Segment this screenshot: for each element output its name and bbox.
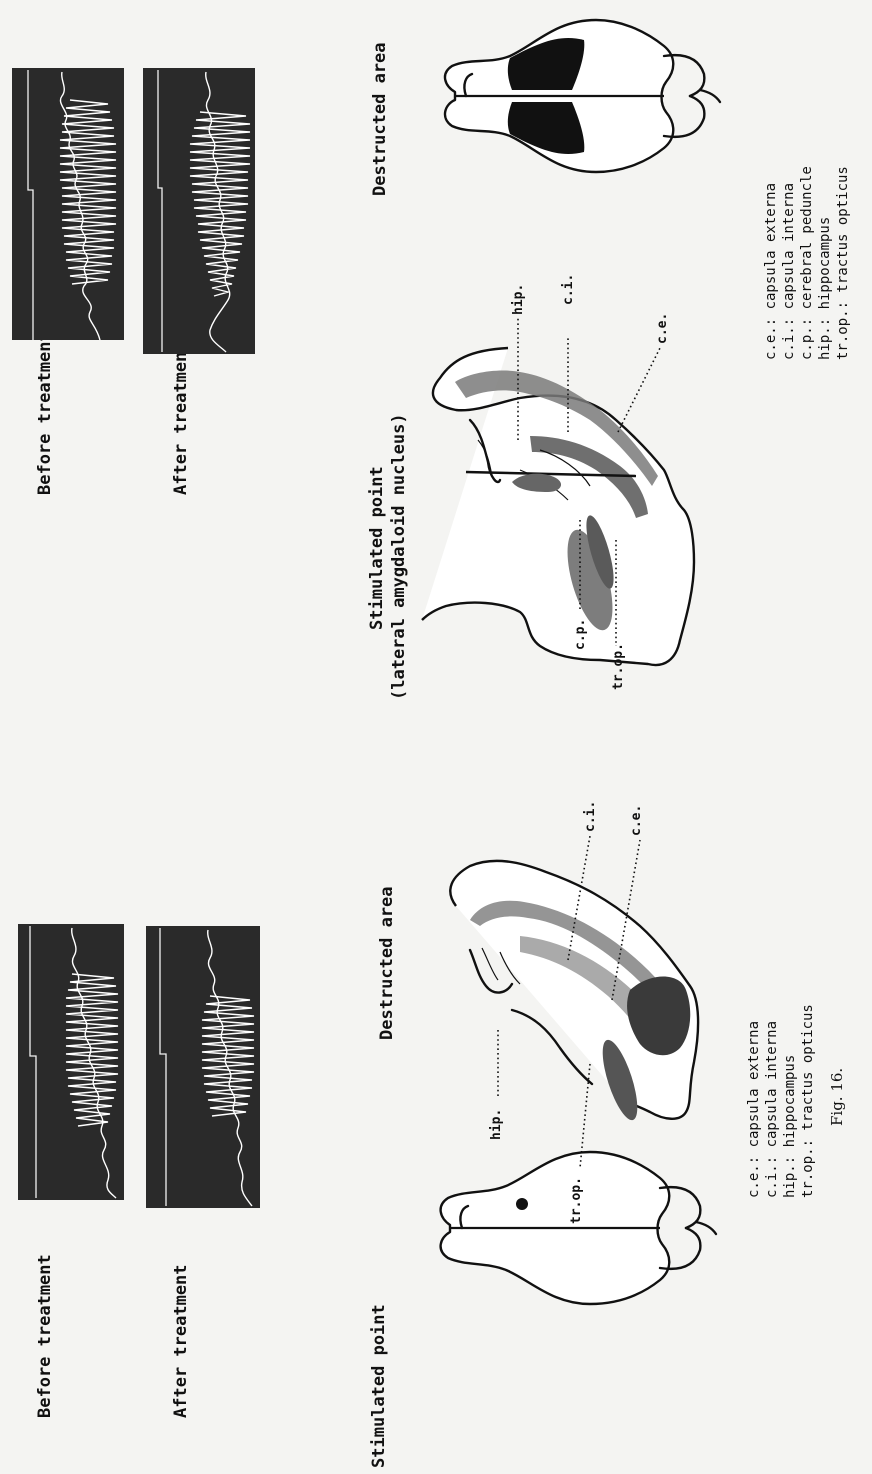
bottom-dorsal-brain xyxy=(441,1152,716,1304)
top-before-label: Before treatment xyxy=(35,331,55,495)
bottom-eeg-after xyxy=(146,926,260,1208)
bottom-legend-3: hip.: hippocampus xyxy=(782,1055,798,1198)
top-label-ci: c.i. xyxy=(561,274,576,305)
top-legend-2: c.i.: capsula interna xyxy=(781,183,797,360)
top-stimulated-title: Stimulated point xyxy=(367,466,387,630)
top-after-label: After treatment xyxy=(171,341,191,495)
top-label-ce: c.e. xyxy=(655,313,670,344)
top-coronal-section xyxy=(422,348,694,665)
bottom-coronal-section xyxy=(450,861,698,1124)
bottom-label-hip: hip. xyxy=(489,1109,504,1140)
top-label-hip: hip. xyxy=(511,284,526,315)
top-eeg-after xyxy=(143,68,255,354)
top-eeg-before xyxy=(12,68,124,340)
bottom-legend-1: c.e.: capsula externa xyxy=(746,1021,762,1198)
bottom-legend: c.e.: capsula externa c.i.: capsula inte… xyxy=(746,1004,816,1198)
top-label-cp: c.p. xyxy=(573,619,588,650)
top-stimulated-subtitle: (lateral amygdaloid nucleus) xyxy=(389,413,409,700)
top-dorsal-brain xyxy=(445,20,720,172)
bottom-before-label: Before treatment xyxy=(35,1254,55,1418)
bottom-eeg-before xyxy=(18,924,124,1200)
top-legend-1: c.e.: capsula externa xyxy=(763,183,779,360)
top-legend-5: tr.op.: tractus opticus xyxy=(835,166,851,360)
top-legend: c.e.: capsula externa c.i.: capsula inte… xyxy=(763,166,851,360)
top-destructed-title: Destructed area xyxy=(370,42,390,196)
figure-caption: Fig. 16. xyxy=(828,1068,846,1126)
bottom-label-ce: c.e. xyxy=(629,805,644,836)
bottom-label-trop: tr.op. xyxy=(569,1177,584,1224)
top-legend-4: hip.: hippocampus xyxy=(817,217,833,360)
bottom-after-label: After treatment xyxy=(171,1264,191,1418)
bottom-legend-4: tr.op.: tractus opticus xyxy=(800,1004,816,1198)
bottom-label-ci: c.i. xyxy=(583,801,598,832)
bottom-destructed-title: Destructed area xyxy=(377,886,397,1040)
bottom-legend-2: c.i.: capsula interna xyxy=(764,1021,780,1198)
bottom-stimulated-title: Stimulated point xyxy=(369,1304,389,1468)
top-legend-3: c.p.: cerebral peduncle xyxy=(799,166,815,360)
top-label-trop: tr.op. xyxy=(611,643,626,690)
